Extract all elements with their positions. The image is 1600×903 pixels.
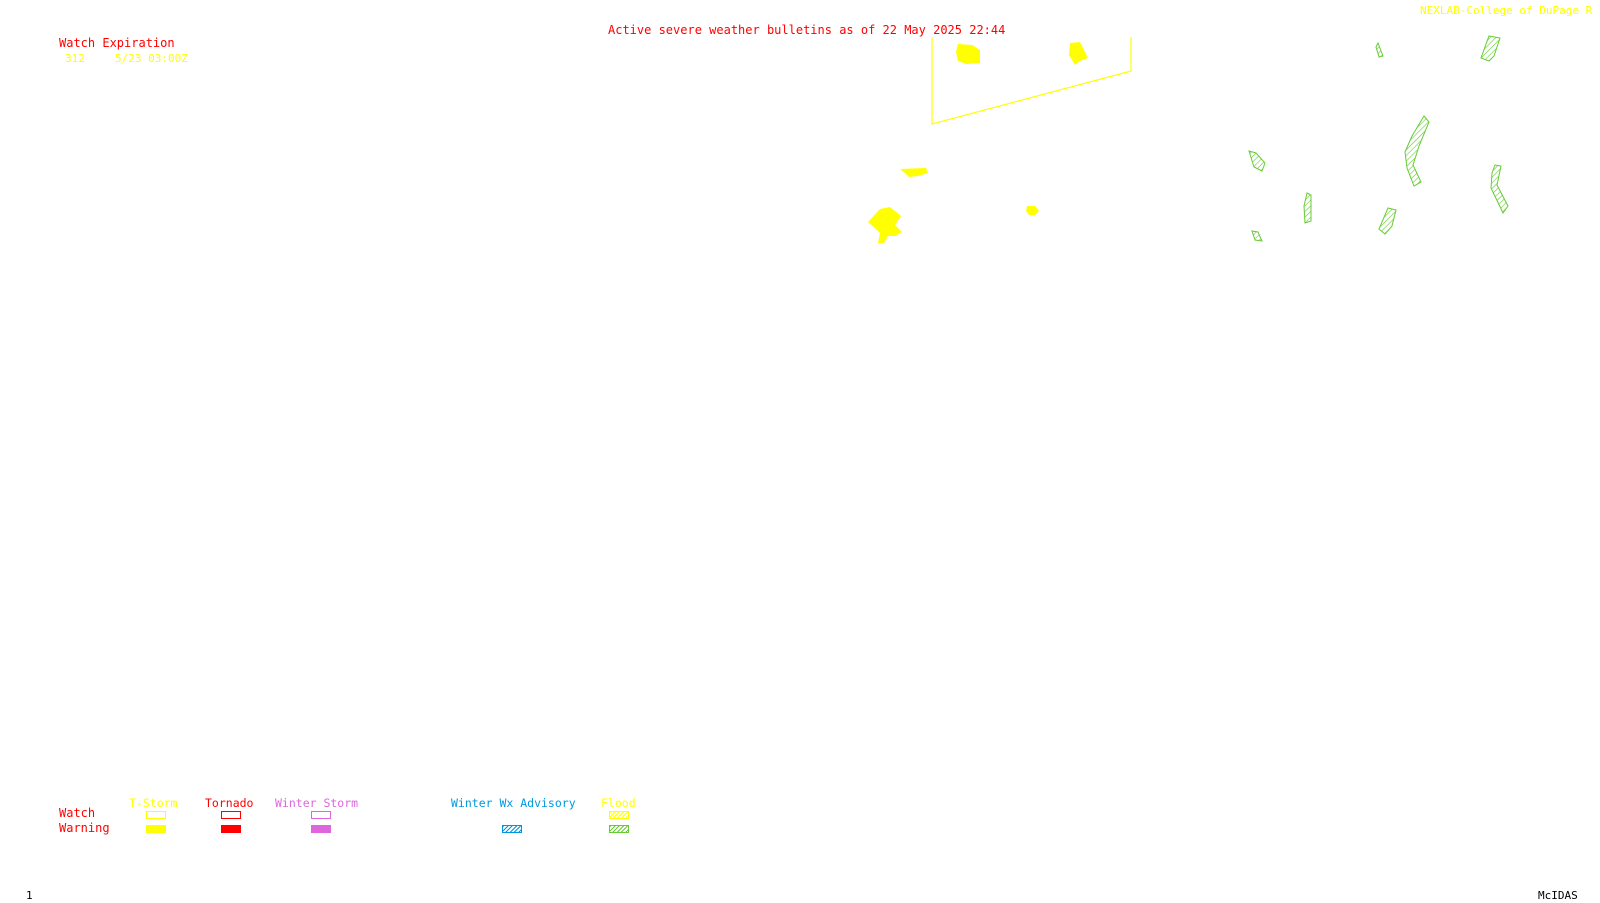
- tstorm-watch-polygon: [931, 37, 1132, 125]
- legend-winter-storm-watch-swatch: [311, 811, 331, 819]
- flood-warning-polygon: [1375, 41, 1384, 58]
- legend-winter-storm-warning-swatch: [311, 825, 331, 833]
- flood-warning-polygon: [1480, 35, 1501, 62]
- frame-number: 1: [26, 889, 33, 902]
- flood-warning-polygon: [1251, 230, 1263, 242]
- page-title: Active severe weather bulletins as of 22…: [608, 23, 1006, 37]
- watch-number: 312: [65, 52, 85, 65]
- legend-tornado-warning-swatch: [221, 825, 241, 833]
- legend-tornado-label: Tornado: [205, 796, 254, 810]
- legend-tstorm-watch-swatch: [146, 811, 166, 819]
- legend-tstorm-label: T-Storm: [129, 796, 178, 810]
- software-label: McIDAS: [1538, 889, 1578, 902]
- flood-warning-polygon: [1378, 207, 1397, 235]
- flood-warning-polygon: [1248, 150, 1266, 172]
- legend-flood-watch-swatch: [609, 811, 629, 819]
- legend-tstorm-warning-swatch: [146, 825, 166, 833]
- flood-warning-polygon: [1490, 164, 1509, 214]
- legend-winter-wx-advisory-label: Winter Wx Advisory: [451, 796, 576, 810]
- tstorm-warning-polygon: [1026, 206, 1039, 215]
- legend-row-watch: Watch: [59, 806, 96, 820]
- legend-flood-warning-swatch: [609, 825, 629, 833]
- flood-warning-polygon: [1404, 115, 1430, 187]
- legend-row-warning: Warning: [59, 821, 110, 835]
- watch-expiration-heading: Watch Expiration: [59, 36, 175, 50]
- tstorm-warning-polygon: [956, 44, 980, 64]
- legend-winter-wx-advisory-swatch: [502, 825, 522, 833]
- legend-winter-storm-label: Winter Storm: [275, 796, 359, 810]
- flood-warning-polygon: [1303, 192, 1312, 224]
- tstorm-warning-polygon: [900, 168, 928, 177]
- credit-label: NEXLAB-College of DuPage R: [1420, 4, 1593, 17]
- tstorm-warning-polygon: [1069, 42, 1088, 65]
- legend-flood-label: Flood: [601, 796, 636, 810]
- tstorm-warning-polygon: [868, 207, 902, 243]
- legend-tornado-watch-swatch: [221, 811, 241, 819]
- watch-expiration-time: 5/23 03:00Z: [115, 52, 188, 65]
